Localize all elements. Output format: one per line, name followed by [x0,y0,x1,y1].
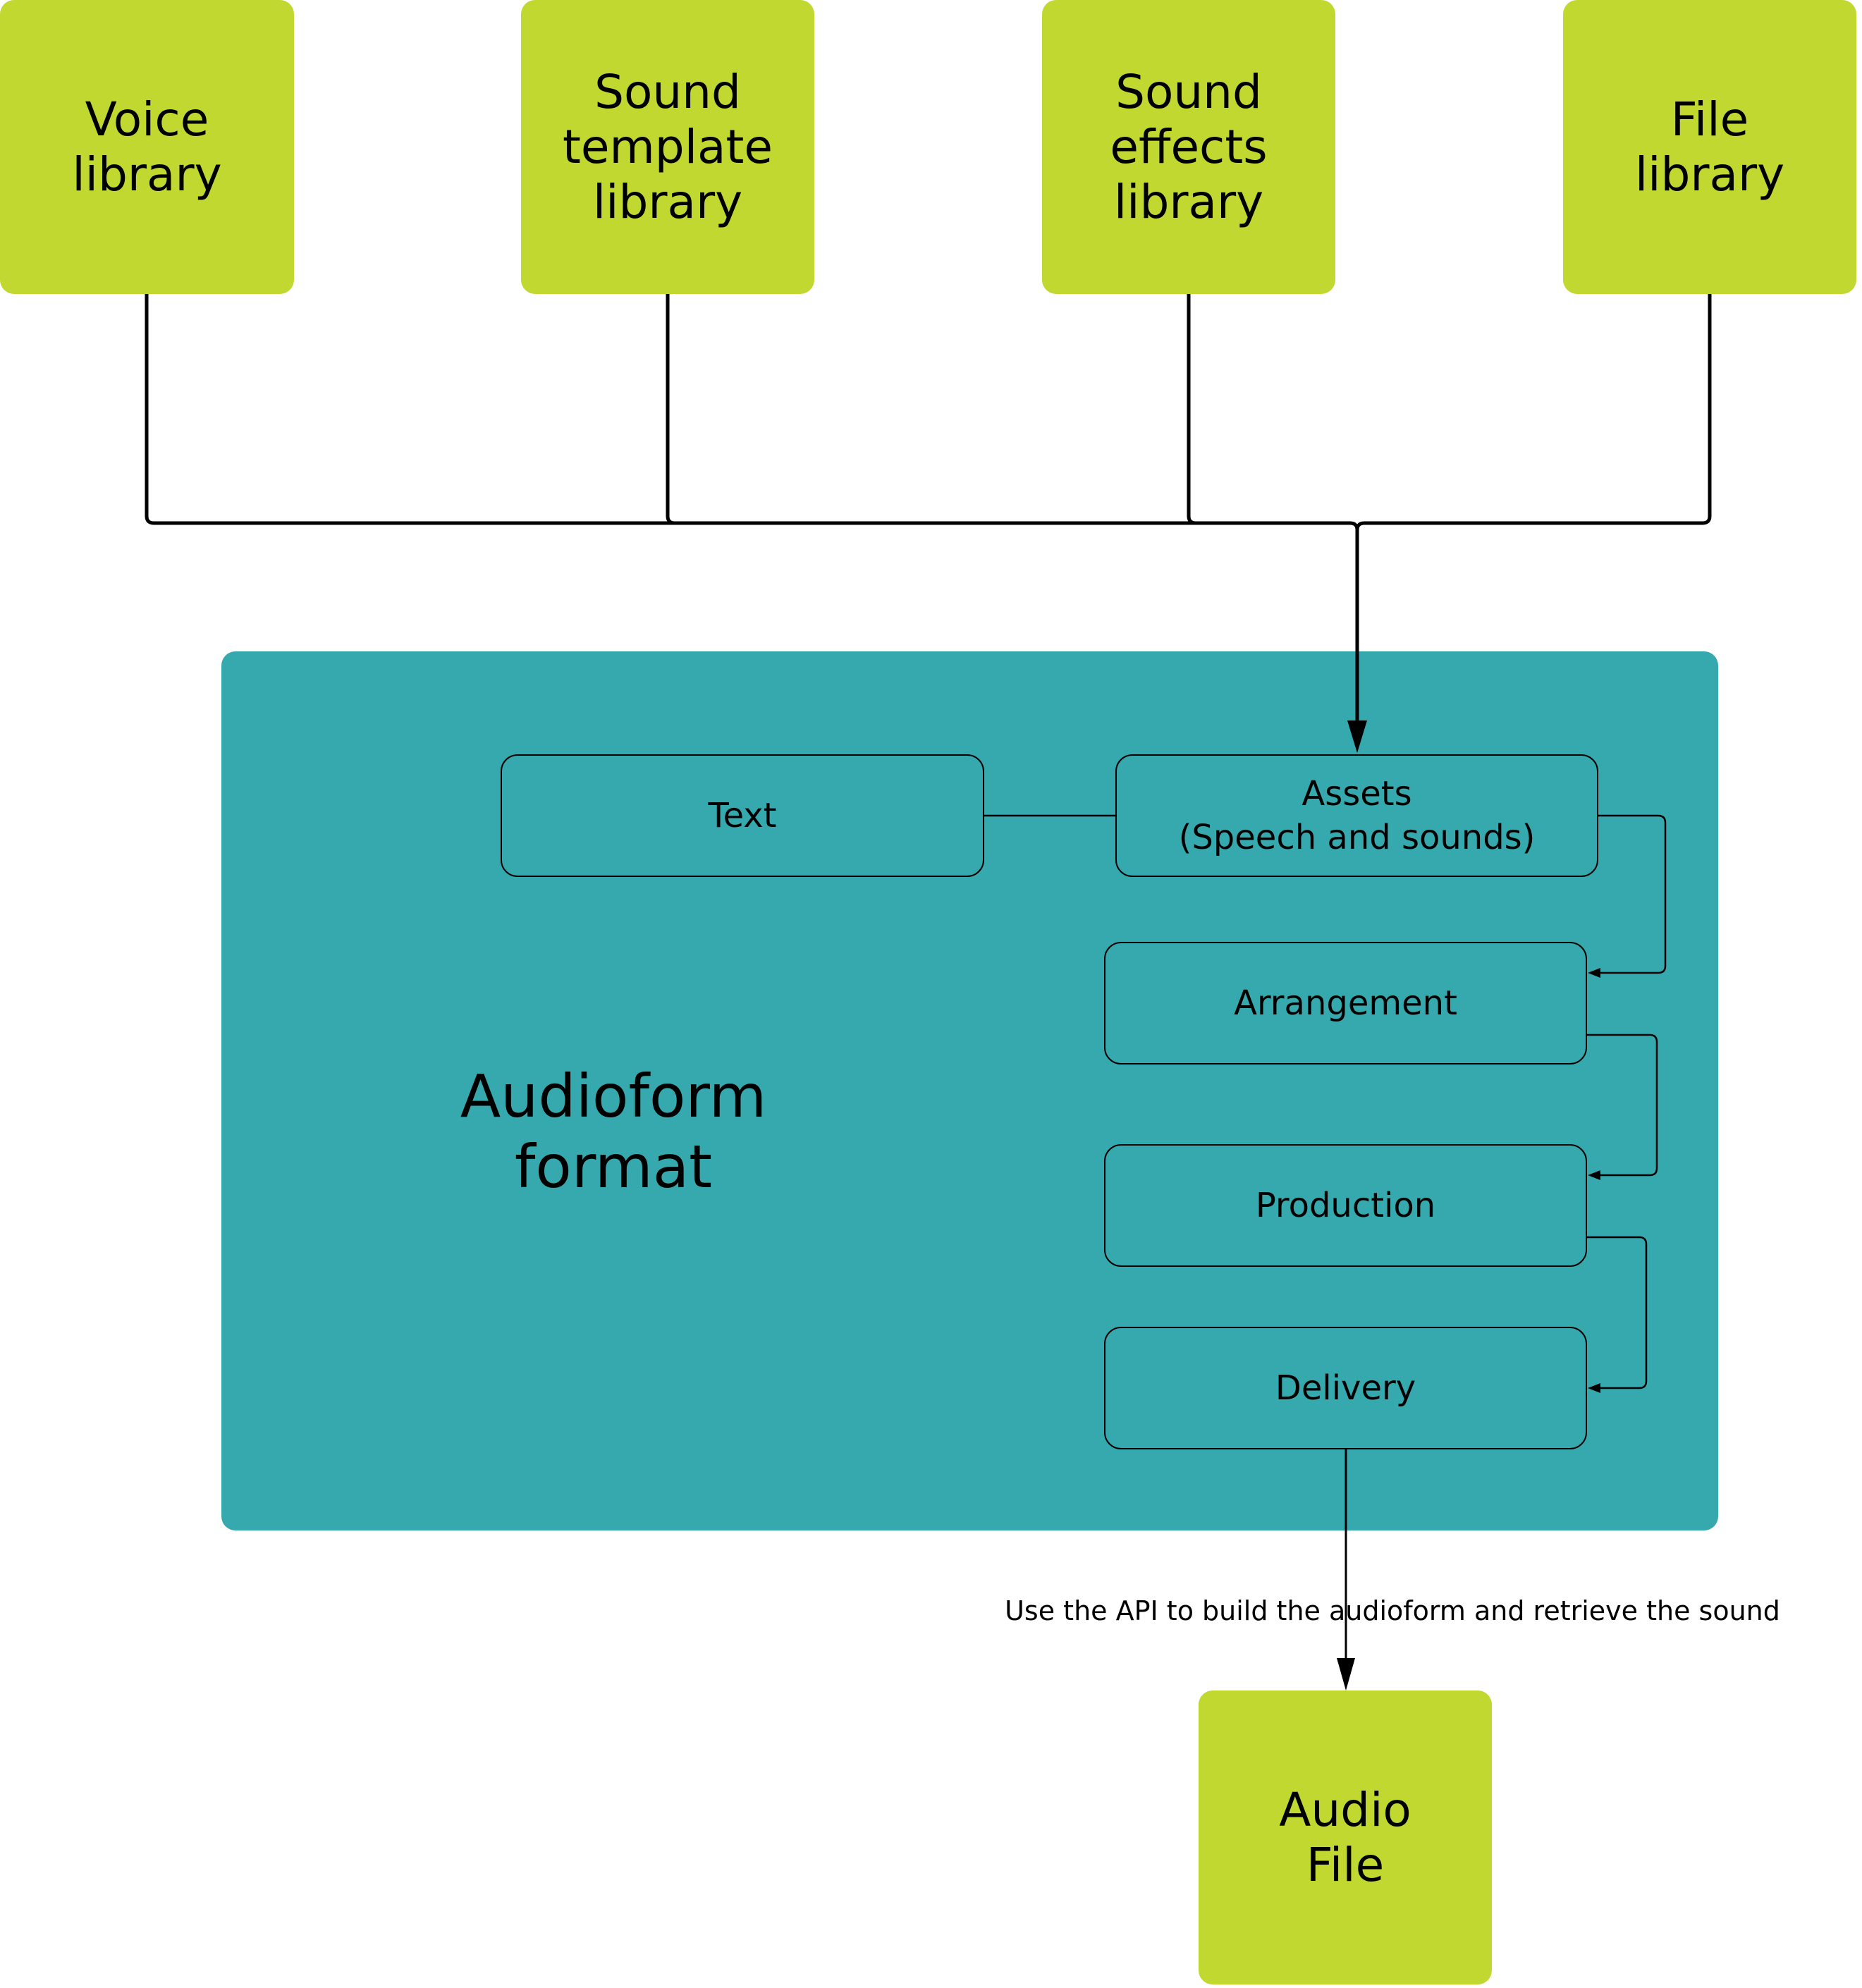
assets-arrowhead-icon [1347,720,1367,753]
voice-library-connector [145,294,1350,525]
arrangement-step-label: Arrangement [1234,983,1457,1023]
arrangement-arrowhead-icon [1588,968,1600,978]
bus-junction [1349,521,1365,532]
audio-file-box[interactable]: Audio File [1199,1691,1492,1984]
audio-file-arrowhead-icon [1337,1658,1355,1691]
file-library-box[interactable]: File library [1563,0,1856,294]
text-step[interactable]: Text [501,754,984,877]
production-arrowhead-icon [1588,1170,1600,1180]
voice-library-box[interactable]: Voice library [0,0,294,294]
audio-file-label: Audio File [1279,1782,1411,1892]
audioform-panel [221,651,1718,1530]
file-library-label: File library [1634,92,1785,202]
assets-to-arrangement-connector [1598,814,1667,974]
production-to-delivery-connector [1586,1236,1648,1389]
production-step-label: Production [1255,1186,1436,1225]
delivery-arrowhead-icon [1588,1383,1600,1393]
audioform-format-title: Audioform format [460,1062,767,1201]
file-library-connector [1364,294,1712,525]
production-step[interactable]: Production [1104,1144,1587,1267]
delivery-step[interactable]: Delivery [1104,1327,1587,1449]
arrangement-to-production-connector [1586,1033,1658,1177]
sound-effects-connector [1187,294,1196,525]
text-step-label: Text [708,796,777,835]
sound-template-library-box[interactable]: Sound template library [521,0,814,294]
sound-template-connector [666,294,675,525]
assets-step-label: Assets (Speech and sounds) [1178,774,1536,857]
assets-step[interactable]: Assets (Speech and sounds) [1115,754,1598,877]
voice-library-label: Voice library [72,92,222,202]
sound-template-library-label: Sound template library [563,64,773,229]
api-caption: Use the API to build the audioform and r… [1005,1595,1780,1626]
arrangement-step[interactable]: Arrangement [1104,942,1587,1064]
sound-effects-library-label: Sound effects library [1110,64,1268,229]
delivery-step-label: Delivery [1275,1368,1416,1408]
sound-effects-library-box[interactable]: Sound effects library [1042,0,1335,294]
